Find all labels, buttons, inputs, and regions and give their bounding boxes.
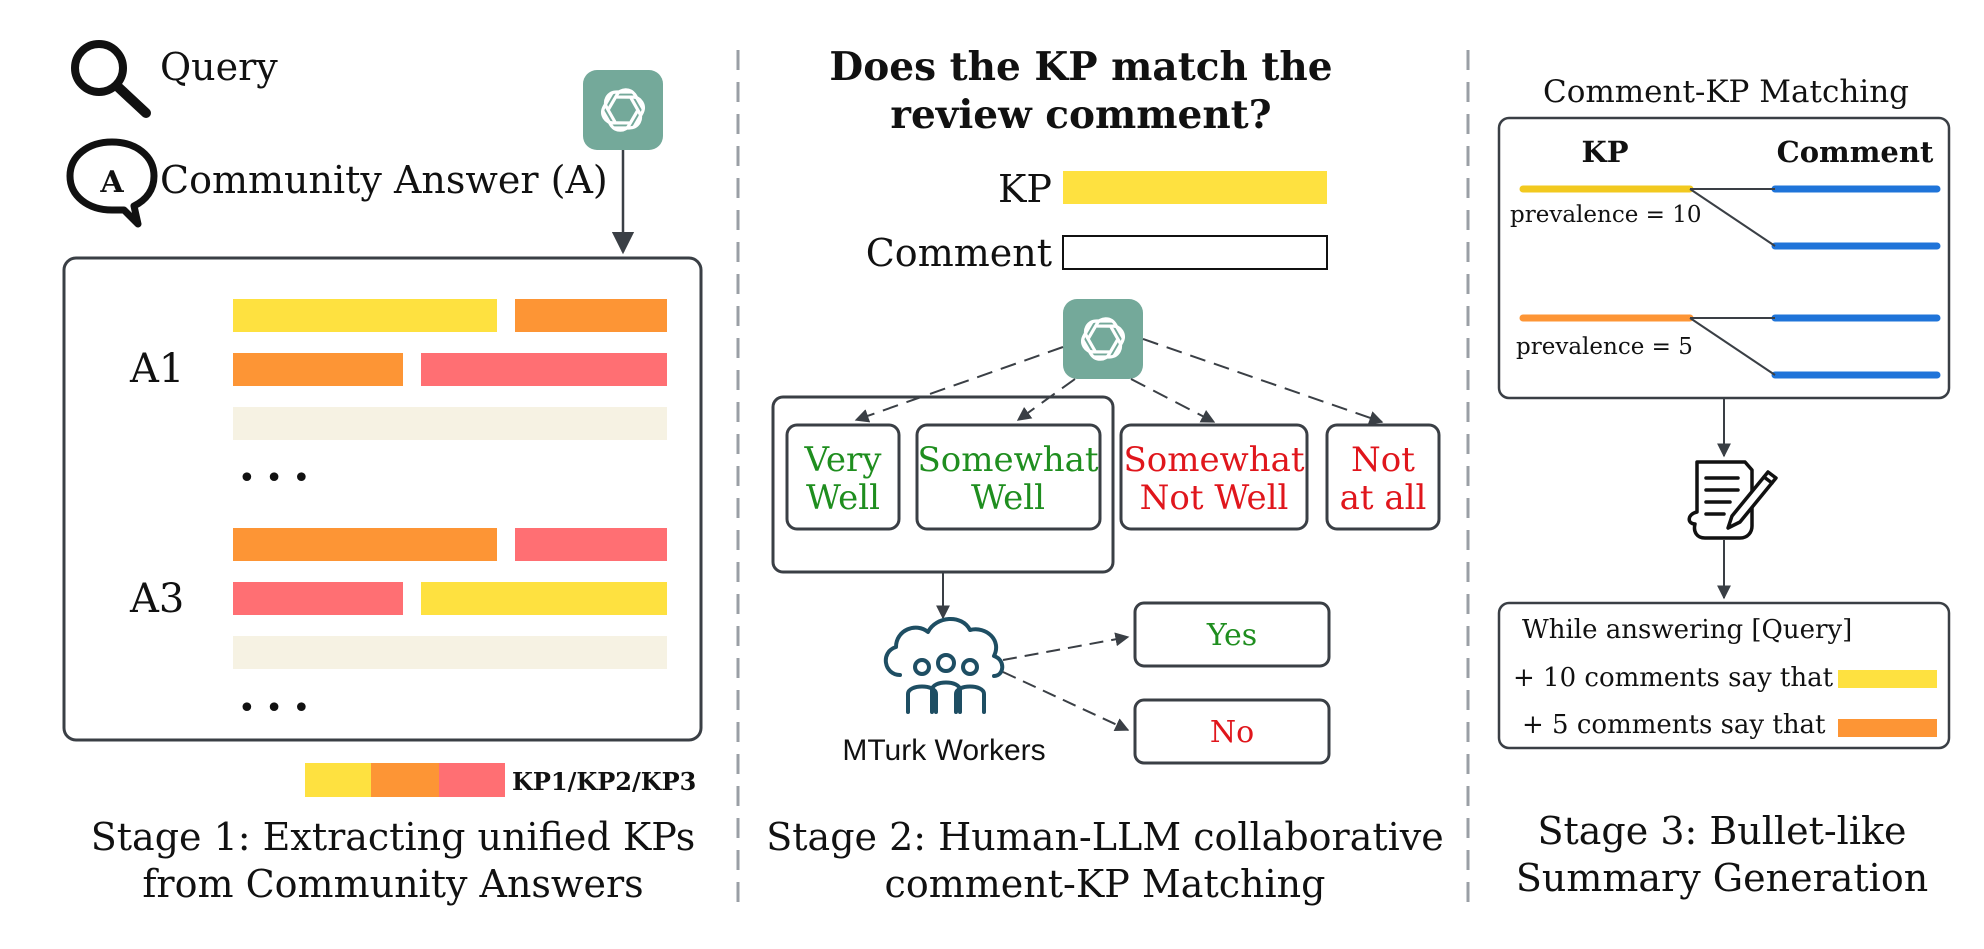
stage2-caption-line2: comment-KP Matching <box>885 862 1326 906</box>
kp-bar <box>1063 171 1327 204</box>
prevalence-5: prevalence = 5 <box>1516 334 1693 360</box>
a3-label: A3 <box>129 576 184 622</box>
a3-kp-bar <box>515 528 667 561</box>
a3-kp-bar <box>233 582 403 615</box>
summary-line-1: + 10 comments say that <box>1513 663 1834 693</box>
kp-legend: KP1/KP2/KP3 <box>305 763 696 797</box>
option-not-at-all-label: at all <box>1340 478 1427 518</box>
dashed-arrow-no <box>1002 671 1130 732</box>
a1-kp-bar <box>233 299 497 332</box>
dashed-arrow <box>1016 378 1076 421</box>
option-somewhat-not-well-label: Somewhat <box>1123 440 1304 480</box>
dashed-arrow-yes <box>1002 632 1130 661</box>
stage1-caption-line1: Stage 1: Extracting unified KPs <box>91 815 696 859</box>
a3-empty-bar <box>233 636 667 669</box>
option-very-well-label: Very <box>803 440 882 480</box>
match-connector <box>1689 188 1776 247</box>
svg-text:A: A <box>99 165 124 200</box>
a1-kp-bar <box>233 353 403 386</box>
yes-label: Yes <box>1206 618 1257 653</box>
stage3-caption-line2: Summary Generation <box>1516 856 1928 900</box>
dashed-arrow <box>854 346 1064 423</box>
option-very-well[interactable] <box>785 423 901 531</box>
a3-kp-bar <box>233 528 497 561</box>
mturk-workers-label: MTurk Workers <box>842 734 1045 767</box>
kp-legend-label: KP1/KP2/KP3 <box>512 767 696 796</box>
dashed-arrow <box>1142 338 1384 425</box>
option-very-well-label: Well <box>806 478 880 518</box>
a1-empty-bar <box>233 407 667 440</box>
option-not-at-all-label: Not <box>1351 440 1415 480</box>
ellipsis: • • • <box>238 461 310 496</box>
ellipsis: • • • <box>238 691 310 726</box>
community-answer-label: Community Answer (A) <box>160 158 608 202</box>
a1-kp-bar <box>421 353 667 386</box>
stage3-caption-line1: Stage 3: Bullet-like <box>1537 809 1906 853</box>
search-icon <box>71 40 151 118</box>
yes-option[interactable] <box>1133 601 1331 668</box>
openai-logo-icon <box>583 70 663 150</box>
cloud-workers-icon <box>884 617 1005 714</box>
option-somewhat-well-label: Somewhat <box>917 440 1098 480</box>
kp-header: KP <box>1581 135 1628 169</box>
no-option[interactable] <box>1133 698 1331 765</box>
dashed-arrow <box>1130 378 1216 423</box>
stage1-caption-line2: from Community Answers <box>142 862 643 906</box>
option-somewhat-well[interactable] <box>915 423 1102 531</box>
prevalence-10: prevalence = 10 <box>1510 202 1701 228</box>
option-somewhat-not-well-label: Not Well <box>1140 478 1289 518</box>
option-not-at-all[interactable] <box>1325 423 1441 531</box>
stage1: Query A Community Answer (A) A1 • • • A3… <box>62 40 703 906</box>
no-label: No <box>1210 715 1254 750</box>
summary-panel <box>1497 601 1951 750</box>
stage2-caption-line1: Stage 2: Human-LLM collaborative <box>766 815 1444 859</box>
a1-kp-bar <box>515 299 667 332</box>
comment-box <box>1062 235 1328 270</box>
option-somewhat-well-label: Well <box>971 478 1045 518</box>
stage3: Comment-KP Matching KP Comment prevalenc… <box>1497 74 1951 900</box>
kp-label: KP <box>998 167 1052 211</box>
query-label: Query <box>160 45 278 89</box>
summary-kp-yellow <box>1838 670 1937 688</box>
openai-logo-icon <box>1063 299 1143 379</box>
matching-title: Comment-KP Matching <box>1543 74 1909 110</box>
stage2-title-line2: review comment? <box>890 92 1271 138</box>
comment-header: Comment <box>1777 135 1934 169</box>
answer-bubble-icon: A <box>66 138 158 228</box>
match-connector <box>1689 317 1776 376</box>
document-pen-icon <box>1687 460 1778 540</box>
option-somewhat-not-well[interactable] <box>1119 423 1309 531</box>
stage2: Does the KP match the review comment? KP… <box>766 44 1444 906</box>
stage2-title-line1: Does the KP match the <box>829 44 1332 90</box>
a3-kp-bar <box>421 582 667 615</box>
comment-label: Comment <box>866 231 1052 275</box>
summary-line-2: + 5 comments say that <box>1522 710 1826 740</box>
summary-title: While answering [Query] <box>1522 615 1852 645</box>
a1-label: A1 <box>129 346 184 392</box>
summary-kp-orange <box>1838 719 1937 737</box>
